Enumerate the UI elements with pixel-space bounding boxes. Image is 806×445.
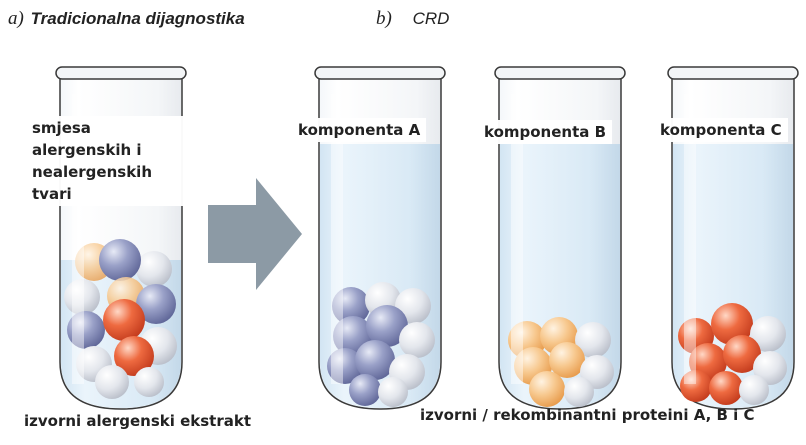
panel-a-title: a) Tradicionalna dijagnostika (8, 8, 245, 30)
tube-component-a-label: komponenta A (292, 118, 427, 142)
orange-spheres (508, 317, 614, 407)
process-arrow (208, 178, 302, 290)
blue-spheres (327, 282, 435, 407)
panel-a-caption: izvorni alergenski ekstrakt (24, 412, 251, 430)
panel-b-title: b) CRD (376, 8, 449, 30)
panel-a-letter: a) (8, 8, 24, 29)
tube-component-c (667, 66, 799, 410)
panel-b-heading: CRD (412, 9, 450, 28)
tube-component-a (314, 66, 446, 410)
mixed-spheres (64, 239, 177, 399)
tube-component-c-label: komponenta C (654, 118, 788, 142)
tube-component-b (494, 66, 626, 410)
panel-a-heading: Tradicionalna dijagnostika (30, 9, 245, 28)
red-spheres (678, 303, 787, 405)
panel-b-caption: izvorni / rekombinantni proteini A, B i … (420, 406, 755, 424)
panel-b-letter: b) (376, 8, 392, 29)
tube-extract-label: smjesa alergenskih i nealergenskih tvari (26, 116, 198, 206)
tube-component-b-label: komponenta B (478, 120, 613, 144)
